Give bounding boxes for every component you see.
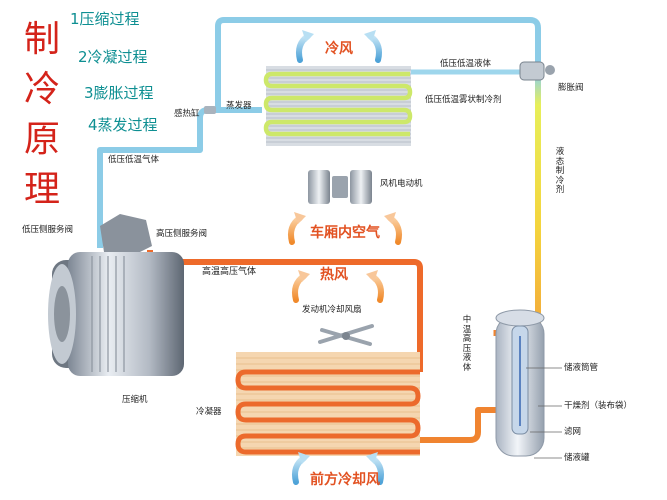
title-char-1: 制 <box>24 19 61 60</box>
hot-air-arrows <box>292 270 384 303</box>
label-lowp-lowt-liquid: 低压低温液体 <box>440 59 492 69</box>
cold-air-label: 冷风 <box>325 41 353 57</box>
label-evaporator: 蒸发器 <box>226 101 252 111</box>
label-desiccant: 干燥剂（装布袋） <box>564 401 633 411</box>
label-engine-fan: 发动机冷却风扇 <box>302 305 362 315</box>
blower-fan <box>308 170 372 204</box>
label-mid-temp-high-pressure-liquid: 中温高压液体 <box>462 315 472 373</box>
engine-fan-blades <box>318 324 374 346</box>
liquid-line-right <box>535 74 541 330</box>
condenser <box>235 352 421 456</box>
front-air-arrows <box>292 452 384 485</box>
label-receiver: 储液罐 <box>564 453 590 463</box>
evaporator <box>263 66 413 146</box>
sensor-bulb <box>204 106 216 114</box>
label-filter: 滤网 <box>564 427 582 437</box>
title-char-2: 冷 <box>24 69 61 110</box>
cabin-air-label: 车厢内空气 <box>310 225 380 241</box>
label-low-side-valve: 低压侧服务阀 <box>22 225 74 235</box>
step-expansion: 3膨胀过程 <box>84 84 154 102</box>
title-char-4: 理 <box>24 169 61 210</box>
label-lowp-lowt-gas: 低压低温气体 <box>108 155 160 165</box>
label-lowp-lowt-mist: 低压低温雾状制冷剂 <box>425 95 502 105</box>
title-char-3: 原 <box>24 119 61 160</box>
label-fan-motor: 风机电动机 <box>380 179 423 189</box>
expansion-valve <box>519 61 555 81</box>
label-condenser: 冷凝器 <box>196 407 222 417</box>
label-expansion-valve: 膨胀阀 <box>558 83 584 93</box>
hot-air-label: 热风 <box>320 267 348 283</box>
top-liquid-line <box>215 17 541 110</box>
label-high-side-valve: 高压侧服务阀 <box>156 229 208 239</box>
cold-air-arrows <box>296 30 382 63</box>
compressor <box>48 214 184 376</box>
label-liquid-refrigerant: 液态制冷剂 <box>555 147 565 196</box>
label-compressor: 压缩机 <box>122 395 148 405</box>
step-condensation: 2冷凝过程 <box>78 48 148 66</box>
label-sensor-bulb: 感热缸 <box>174 109 200 119</box>
front-air-label: 前方冷却风 <box>310 472 380 488</box>
step-compression: 1压缩过程 <box>70 10 140 28</box>
condenser-outlet-line <box>420 407 496 443</box>
cabin-air-arrows <box>288 212 402 245</box>
label-hightemp-highp-gas: 高温高压气体 <box>202 267 257 277</box>
receiver-drier <box>495 309 545 457</box>
high-pressure-gas-line <box>147 250 423 372</box>
step-evaporation: 4蒸发过程 <box>88 116 158 134</box>
label-receiver-tube: 储液筒管 <box>564 363 599 373</box>
